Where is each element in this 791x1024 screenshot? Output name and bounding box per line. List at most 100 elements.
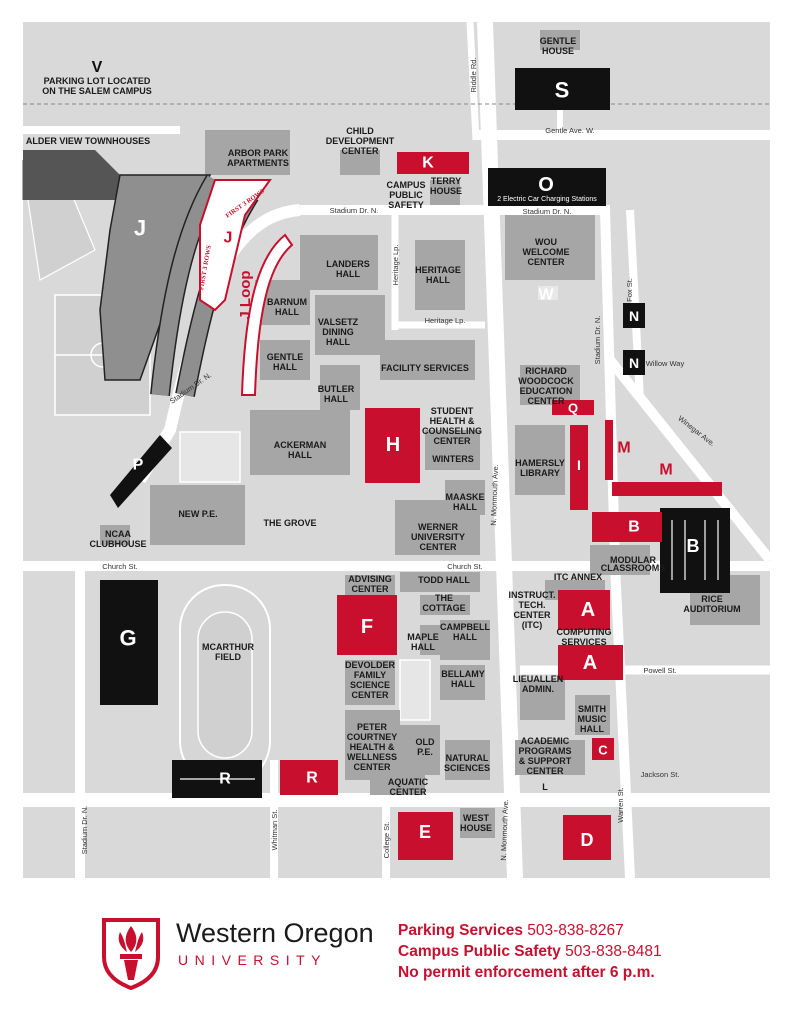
safety-label: Campus Public Safety [398, 943, 561, 960]
street-church2: Church St. [447, 562, 482, 571]
peter-label-2: COURTNEY [347, 732, 398, 742]
barnum-label-2: HALL [275, 307, 299, 317]
west-house-label-2: HOUSE [460, 823, 492, 833]
landers-label-2: HALL [336, 269, 360, 279]
wou-welcome-label-1: WOU [535, 237, 557, 247]
lot-g [100, 580, 158, 705]
smith-label-3: HALL [580, 724, 604, 734]
street-stadium-n1: Stadium Dr. N. [330, 206, 379, 215]
road-warren [610, 565, 635, 879]
richard-label-2: WOODCOCK [518, 376, 574, 386]
student-health-label-1: STUDENT [431, 406, 474, 416]
street-fox: Fox St. [625, 278, 634, 302]
street-stadium-n2: Stadium Dr. N. [523, 207, 572, 216]
aquatic-label-2: CENTER [389, 787, 427, 797]
lot-j-loop-label: J Loop [237, 270, 254, 319]
natural-label-2: SCIENCES [444, 763, 490, 773]
maaske-label-2: HALL [453, 502, 477, 512]
gentle-hall-label-2: HALL [273, 362, 297, 372]
werner-label-1: WERNER [418, 522, 458, 532]
richard-label-1: RICHARD [525, 366, 567, 376]
modular-bldg [590, 545, 650, 575]
street-church1: Church St. [102, 562, 137, 571]
street-jackson: Jackson St. [641, 770, 680, 779]
valsetz-hall-bldg [315, 295, 385, 355]
lieuallen-bldg [520, 680, 565, 720]
devolder-label-2: FAMILY [354, 670, 386, 680]
devolder-label-3: SCIENCE [350, 680, 390, 690]
bellamy-bldg [440, 665, 485, 700]
red-lots [280, 152, 722, 860]
bellamy-label-2: HALL [451, 679, 475, 689]
street-heritage-lp1: Heritage Lp. [391, 245, 400, 286]
ackerman-label-2: HALL [288, 450, 312, 460]
lot-j-red-label: J [224, 230, 233, 247]
lot-j-label: J [134, 216, 146, 241]
west-house-bldg [460, 808, 495, 838]
parking-label: Parking Services [398, 922, 523, 939]
enforcement-note-row: No permit enforcement after 6 p.m. [398, 962, 778, 983]
peter-label-3: HEALTH & [350, 742, 395, 752]
landers-label-1: LANDERS [326, 259, 370, 269]
valsetz-label-2: DINING [322, 327, 354, 337]
parking-phone[interactable]: 503-838-8267 [527, 922, 624, 939]
campus-parking-map: S K O J J W N N Q H I M M P B B G F A A … [22, 21, 770, 879]
peter-label-4: WELLNESS [347, 752, 397, 762]
lot-p [110, 435, 172, 508]
academic-label-3: & SUPPORT [519, 756, 572, 766]
lot-s [515, 68, 610, 110]
lot-m1-label: M [617, 440, 630, 457]
street-riddle: Riddle Rd. [469, 57, 478, 92]
lot-r-red-label: R [306, 770, 318, 787]
natural-bldg [445, 740, 490, 780]
street-heritage-lp2: Heritage Lp. [425, 316, 466, 325]
torch-icon [102, 918, 160, 990]
v-lot-desc-2: ON THE SALEM CAMPUS [42, 86, 152, 96]
butler-label-1: BUTLER [318, 384, 355, 394]
mcarthur-label-1: MCARTHUR [202, 642, 254, 652]
lot-f-label: F [361, 616, 373, 638]
cottage-bldg [420, 595, 470, 615]
devolder-bldg [345, 660, 395, 705]
old-pe-bldg [400, 725, 440, 775]
lot-i [570, 425, 588, 510]
maple-bldg [420, 625, 450, 655]
lot-b-red [592, 512, 662, 542]
modular-label-1: MODULAR [610, 555, 656, 565]
cottage-label-1: THE [435, 593, 453, 603]
street-n-monmouth2: N. Monmouth Ave. [499, 799, 510, 861]
lot-v-label: V [92, 59, 103, 76]
student-health-label-2: HEALTH & [430, 416, 475, 426]
todd-bldg [400, 572, 480, 592]
devolder-label-4: CENTER [351, 690, 389, 700]
instruct-label-3: CENTER [513, 610, 551, 620]
lot-a1-label: A [581, 599, 595, 621]
facility-label: FACILITY SERVICES [381, 363, 469, 373]
werner-bldg [395, 500, 480, 555]
lot-q [552, 400, 594, 415]
barnum-label-1: BARNUM [267, 297, 307, 307]
gentle-house-label-2: HOUSE [542, 46, 574, 56]
arbor-park-bldg [205, 130, 290, 175]
arbor-park-label-2: APARTMENTS [227, 158, 289, 168]
student-health-label-4: CENTER [433, 436, 471, 446]
heritage-hall-bldg [415, 240, 465, 310]
cottage-label-2: COTTAGE [422, 603, 465, 613]
lot-n2 [623, 350, 645, 375]
lot-n1 [623, 303, 645, 328]
west-house-label-1: WEST [463, 813, 490, 823]
building-labels: V PARKING LOT LOCATED ON THE SALEM CAMPU… [26, 36, 741, 833]
alder-view-label: ALDER VIEW TOWNHOUSES [26, 136, 150, 146]
safety-phone[interactable]: 503-838-8481 [565, 943, 662, 960]
smith-label-2: MUSIC [578, 714, 608, 724]
computing-label-1: COMPUTING [557, 627, 612, 637]
basketball-courts [179, 431, 241, 483]
smith-bldg [575, 695, 610, 735]
lot-s-label: S [555, 78, 570, 103]
hamersly-label-2: LIBRARY [520, 468, 560, 478]
the-grove-label: THE GROVE [263, 518, 316, 528]
street-college: College St. [382, 822, 391, 859]
heritage-label-2: HALL [426, 275, 450, 285]
hamersly-label-1: HAMERSLY [515, 458, 565, 468]
lot-k [397, 152, 469, 174]
